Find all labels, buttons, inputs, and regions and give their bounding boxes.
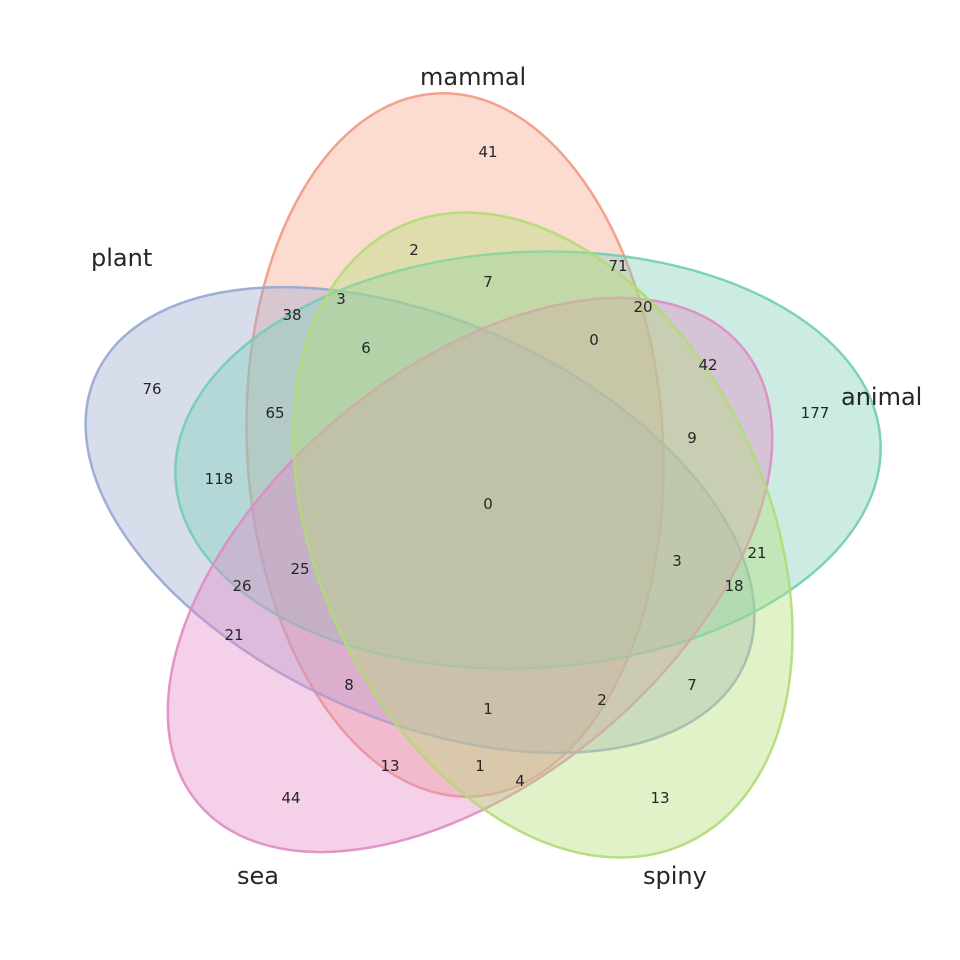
region-count: 177 xyxy=(801,404,830,422)
region-count: 71 xyxy=(608,257,627,275)
region-count: 21 xyxy=(224,626,243,644)
region-count: 9 xyxy=(687,429,697,447)
region-count: 21 xyxy=(747,544,766,562)
region-count: 18 xyxy=(724,577,743,595)
region-count: 41 xyxy=(478,143,497,161)
set-ellipses xyxy=(84,92,882,859)
set-label-sea: sea xyxy=(237,862,279,890)
region-count: 26 xyxy=(232,577,251,595)
region-count: 25 xyxy=(290,560,309,578)
region-count: 7 xyxy=(483,273,493,291)
set-label-plant: plant xyxy=(91,244,152,272)
ellipse-spiny xyxy=(292,211,794,859)
region-count: 44 xyxy=(281,789,300,807)
region-count: 1 xyxy=(475,757,485,775)
region-count: 13 xyxy=(380,757,399,775)
region-counts: 41 2 7 71 20 3 38 6 0 42 76 65 9 177 118… xyxy=(142,143,829,807)
region-count: 20 xyxy=(633,298,652,316)
region-count: 6 xyxy=(361,339,371,357)
region-count: 7 xyxy=(687,676,697,694)
region-count: 38 xyxy=(282,306,301,324)
region-count: 8 xyxy=(344,676,354,694)
region-count: 3 xyxy=(336,290,346,308)
region-count: 1 xyxy=(483,700,493,718)
region-count: 2 xyxy=(409,241,419,259)
region-count: 42 xyxy=(698,356,717,374)
region-count: 2 xyxy=(597,691,607,709)
set-label-spiny: spiny xyxy=(643,862,707,890)
region-count: 3 xyxy=(672,552,682,570)
region-count: 0 xyxy=(589,331,599,349)
ellipse-mammal xyxy=(245,92,665,798)
region-count: 4 xyxy=(515,772,525,790)
region-count: 118 xyxy=(205,470,234,488)
region-count: 0 xyxy=(483,495,493,513)
region-count: 76 xyxy=(142,380,161,398)
set-labels: mammal plant animal sea spiny xyxy=(91,63,922,890)
set-label-mammal: mammal xyxy=(420,63,526,91)
set-label-animal: animal xyxy=(841,383,922,411)
ellipse-plant xyxy=(84,285,756,755)
region-count: 65 xyxy=(265,404,284,422)
ellipse-animal xyxy=(174,250,882,670)
ellipse-sea xyxy=(166,296,774,854)
region-count: 13 xyxy=(650,789,669,807)
